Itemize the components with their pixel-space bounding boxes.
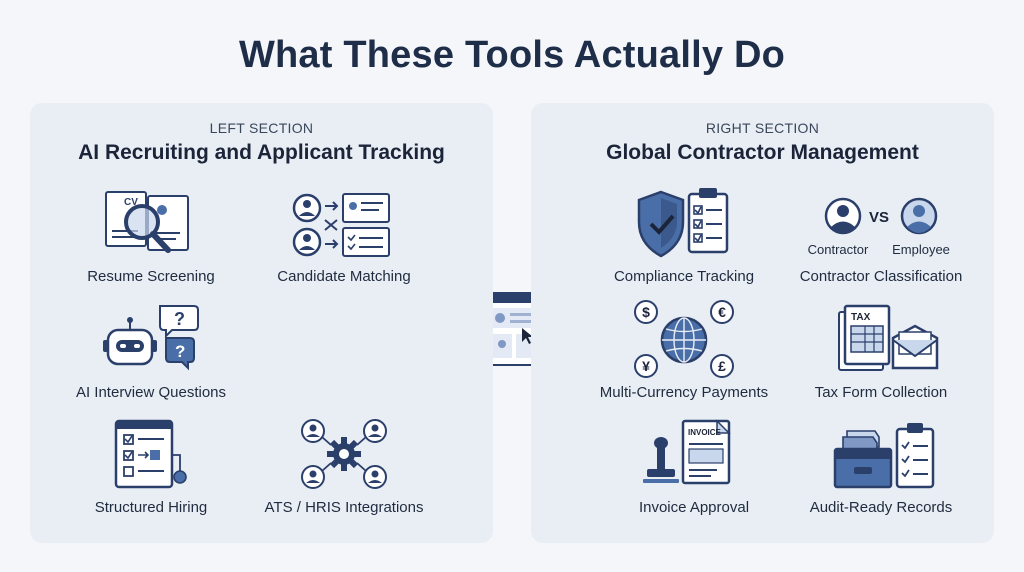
gear-network-icon (301, 419, 387, 489)
tax-badge: TAX (851, 312, 871, 323)
tax-form-collection-label: Tax Form Collection (814, 384, 948, 401)
audit-ready-records-label: Audit-Ready Records (809, 499, 953, 516)
page-title: What These Tools Actually Do (238, 34, 786, 76)
invoice-approval-label: Invoice Approval (638, 499, 750, 516)
checklist-flow-icon (114, 419, 187, 489)
right-section-kicker: RIGHT SECTION (705, 120, 820, 136)
file-drawer-clipboard-icon (833, 423, 935, 489)
ai-interview-questions-label: AI Interview Questions (75, 384, 227, 401)
left-section-kicker: LEFT SECTION (209, 120, 314, 136)
multi-currency-payments-label: Multi-Currency Payments (599, 384, 769, 401)
yen-symbol: ¥ (642, 358, 650, 374)
left-section-heading: AI Recruiting and Applicant Tracking (78, 141, 445, 164)
svg-text:?: ? (174, 309, 185, 329)
invoice-badge: INVOICE (688, 428, 722, 437)
shield-clipboard-icon (637, 188, 729, 258)
contractor-sublabel: Contractor (807, 242, 869, 257)
robot-question-icon: ? ? (103, 305, 199, 371)
right-section-panel: RIGHT SECTION Global Contractor Manageme… (531, 103, 994, 543)
contractor-classification-label: Contractor Classification (799, 268, 963, 285)
globe-currency-icon: $ € ¥ £ (634, 300, 734, 378)
employee-sublabel: Employee (892, 242, 950, 257)
cv-badge: CV (124, 197, 138, 208)
resume-magnifier-icon: CV (105, 191, 189, 253)
vs-text: VS (869, 209, 889, 226)
tax-form-envelope-icon: TAX (838, 304, 939, 371)
resume-screening-label: Resume Screening (87, 268, 215, 285)
euro-symbol: € (718, 304, 726, 320)
person-vs-person-icon: VS (824, 197, 938, 235)
candidate-matching-icon (292, 193, 390, 257)
dollar-symbol: $ (642, 304, 650, 320)
pound-symbol: £ (718, 358, 726, 374)
structured-hiring-label: Structured Hiring (94, 499, 208, 516)
left-section-panel: LEFT SECTION AI Recruiting and Applicant… (30, 103, 493, 543)
right-section-heading: Global Contractor Management (606, 141, 919, 164)
compliance-tracking-label: Compliance Tracking (613, 268, 755, 285)
stamp-invoice-icon: INVOICE (643, 419, 731, 485)
ats-hris-integrations-label: ATS / HRIS Integrations (264, 499, 424, 516)
svg-text:?: ? (175, 342, 185, 361)
candidate-matching-label: Candidate Matching (277, 268, 411, 285)
